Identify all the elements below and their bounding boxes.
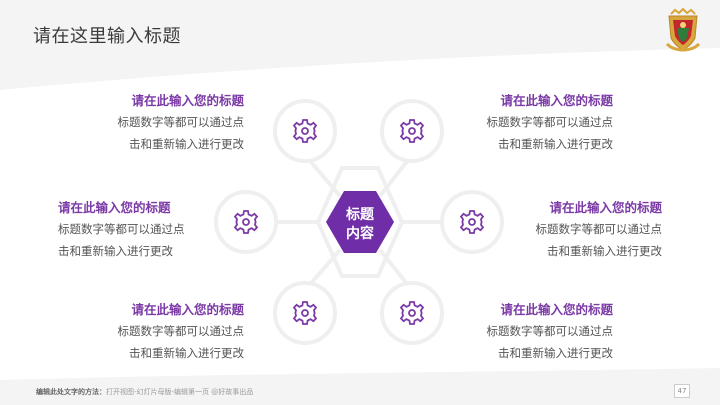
item-heading: 请在此输入您的标题: [58, 200, 171, 215]
footer-note: 编辑此处文字的方法：打开视图-幻灯片母版-编辑第一页 @好故事出品: [36, 387, 253, 397]
center-label-line1: 标题: [346, 207, 374, 223]
item-block-bottom-left[interactable]: 请在此输入您的标题 标题数字等都可以通过点 击和重新输入进行更改: [74, 300, 245, 364]
item-body-line2: 击和重新输入进行更改: [129, 137, 244, 151]
gear-icon: [292, 119, 318, 143]
item-heading: 请在此输入您的标题: [500, 93, 613, 108]
item-body-line2: 击和重新输入进行更改: [547, 244, 662, 258]
item-heading: 请在此输入您的标题: [131, 302, 244, 317]
item-body-line1: 标题数字等都可以通过点: [486, 115, 614, 129]
item-block-top-left[interactable]: 请在此输入您的标题 标题数字等都可以通过点 击和重新输入进行更改: [74, 91, 245, 155]
footer-text: 打开视图-幻灯片母版-编辑第一页 @好故事出品: [106, 388, 254, 396]
item-body-line1: 标题数字等都可以通过点: [486, 324, 614, 338]
emblem-logo: [665, 8, 701, 52]
item-heading: 请在此输入您的标题: [549, 200, 662, 215]
item-body-line1: 标题数字等都可以通过点: [58, 222, 185, 236]
page-title: 请在这里输入标题: [33, 26, 181, 47]
item-heading: 请在此输入您的标题: [500, 302, 613, 317]
item-body-line1: 标题数字等都可以通过点: [117, 115, 245, 129]
footer-label: 编辑此处文字的方法：: [36, 388, 106, 396]
item-body-line2: 击和重新输入进行更改: [58, 244, 173, 258]
center-hexagon: [326, 191, 394, 253]
item-body-line2: 击和重新输入进行更改: [498, 346, 613, 360]
gear-icon: [233, 210, 259, 234]
center-label[interactable]: 标题 内容: [326, 206, 394, 244]
gear-icon: [459, 210, 485, 234]
center-label-line2: 内容: [346, 226, 374, 242]
item-heading: 请在此输入您的标题: [131, 93, 244, 108]
item-body-line2: 击和重新输入进行更改: [498, 137, 613, 151]
page-number: 47: [674, 384, 690, 398]
item-block-top-right[interactable]: 请在此输入您的标题 标题数字等都可以通过点 击和重新输入进行更改: [473, 91, 614, 155]
gear-icon: [399, 119, 425, 143]
item-body-line2: 击和重新输入进行更改: [129, 346, 244, 360]
item-block-middle-right[interactable]: 请在此输入您的标题 标题数字等都可以通过点 击和重新输入进行更改: [492, 198, 663, 262]
item-body-line1: 标题数字等都可以通过点: [117, 324, 245, 338]
item-body-line1: 标题数字等都可以通过点: [535, 222, 663, 236]
item-block-middle-left[interactable]: 请在此输入您的标题 标题数字等都可以通过点 击和重新输入进行更改: [58, 198, 228, 262]
gear-icon: [292, 301, 318, 325]
gear-icon: [399, 301, 425, 325]
item-block-bottom-right[interactable]: 请在此输入您的标题 标题数字等都可以通过点 击和重新输入进行更改: [473, 300, 614, 364]
